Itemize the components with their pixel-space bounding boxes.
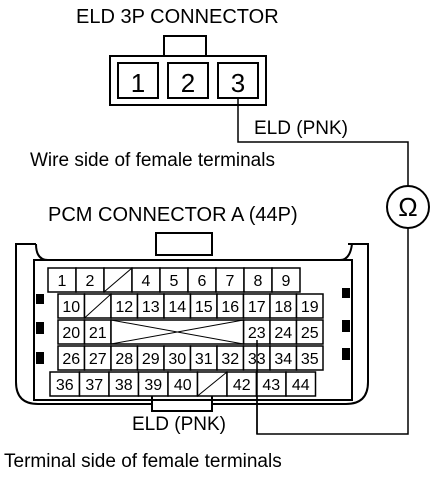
pcm-terminal-16: 16: [221, 299, 239, 316]
pcm-terminal-9: 9: [282, 273, 291, 290]
pcm-terminal-28: 28: [115, 351, 133, 368]
pcm-terminal-4: 4: [142, 273, 151, 290]
pcm-connector-title: PCM CONNECTOR A (44P): [48, 204, 298, 226]
pcm-terminal-27: 27: [89, 351, 107, 368]
pcm-terminal-15: 15: [195, 299, 213, 316]
pcm-terminal-20: 20: [62, 325, 80, 342]
pcm-terminal-cell: [57, 319, 86, 345]
pcm-terminal-cell: [47, 267, 77, 293]
pcm-terminal-25: 25: [301, 325, 319, 342]
pcm-connector: [15, 232, 369, 412]
pcm-terminal-5: 5: [170, 273, 179, 290]
eld-pin-3: 3: [231, 68, 245, 98]
pcm-terminal-32: 32: [221, 351, 239, 368]
pcm-terminal-44: 44: [292, 377, 310, 394]
eld-pin-1: 1: [131, 68, 145, 98]
pcm-terminal-14: 14: [168, 299, 186, 316]
pcm-terminal-cell: [187, 267, 217, 293]
wire-side-caption: Wire side of female terminals: [30, 150, 275, 171]
pcm-terminal-cell: [57, 293, 86, 319]
pcm-terminal-39: 39: [144, 377, 162, 394]
pcm-terminal-23: 23: [248, 325, 266, 342]
pcm-terminal-35: 35: [301, 351, 319, 368]
pcm-terminal-cell: [110, 345, 139, 371]
eld-connector-title: ELD 3P CONNECTOR: [76, 6, 279, 28]
ohmmeter-icon: [386, 185, 430, 229]
ohmmeter-symbol: Ω: [398, 192, 417, 222]
pcm-terminal-10: 10: [62, 299, 80, 316]
pcm-terminal-24: 24: [274, 325, 292, 342]
eld-wire-label-bottom: ELD (PNK): [132, 414, 226, 435]
pcm-connector-top-latch: [155, 232, 213, 256]
eld-pin-2: 2: [181, 68, 195, 98]
pcm-terminal-38: 38: [115, 377, 133, 394]
pcm-terminal-cell: [57, 345, 86, 371]
pcm-terminal-cell: [295, 293, 324, 319]
pcm-side-tabs: [36, 288, 350, 364]
eld-pin-box-1: [117, 62, 159, 99]
eld-connector: [109, 35, 267, 106]
pcm-terminal-cell: [159, 267, 189, 293]
pcm-terminal-cell: [75, 267, 105, 293]
pcm-terminal-21: 21: [89, 325, 107, 342]
pcm-terminal-2: 2: [86, 273, 95, 290]
terminal-side-caption: Terminal side of female terminals: [4, 451, 282, 472]
pcm-connector-bottom-lock: [151, 394, 213, 412]
pcm-terminal-cell: [295, 345, 324, 371]
pcm-terminal-36: 36: [56, 377, 74, 394]
pcm-terminal-13: 13: [142, 299, 160, 316]
pcm-terminal-cell: [215, 267, 245, 293]
pcm-terminal-40: 40: [174, 377, 192, 394]
pcm-terminal-cell: [243, 267, 273, 293]
pcm-terminal-cell: [110, 293, 139, 319]
pcm-terminal-12: 12: [115, 299, 133, 316]
pcm-terminal-34: 34: [274, 351, 292, 368]
pcm-terminal-42: 42: [233, 377, 251, 394]
pcm-unused-terminal-slash: [197, 371, 228, 397]
eld-connector-housing: [109, 55, 267, 106]
pcm-unused-cross-line: [110, 319, 244, 345]
pcm-terminal-1: 1: [58, 273, 67, 290]
pcm-terminal-cell: [189, 345, 218, 371]
pcm-terminal-cell: [137, 371, 169, 397]
pcm-terminal-19: 19: [301, 299, 319, 316]
pcm-terminal-18: 18: [274, 299, 292, 316]
eld-wire-label-top: ELD (PNK): [254, 118, 348, 139]
pcm-terminal-cell: [226, 371, 258, 397]
pcm-terminal-cell: [271, 267, 301, 293]
pcm-terminal-37: 37: [85, 377, 103, 394]
pcm-terminal-cell: [269, 319, 298, 345]
pcm-terminal-29: 29: [142, 351, 160, 368]
pcm-terminal-43: 43: [262, 377, 280, 394]
eld-pin-box-2: [167, 62, 209, 99]
eld-connector-latch: [163, 35, 207, 57]
pcm-terminal-cell: [78, 371, 110, 397]
pcm-terminal-cell: [136, 345, 165, 371]
pcm-connector-body: [33, 259, 353, 401]
pcm-terminal-8: 8: [254, 273, 263, 290]
pcm-terminal-cell: [269, 293, 298, 319]
pcm-unused-terminal-slash: [103, 267, 133, 293]
pcm-terminal-cell: [83, 345, 112, 371]
pcm-terminal-26: 26: [62, 351, 80, 368]
pcm-terminal-cell: [295, 319, 324, 345]
pcm-terminal-17: 17: [248, 299, 266, 316]
pcm-terminal-31: 31: [195, 351, 213, 368]
pcm-terminal-6: 6: [198, 273, 207, 290]
pcm-terminal-30: 30: [168, 351, 186, 368]
pcm-terminal-cell: [285, 371, 317, 397]
pcm-unused-terminal-slash: [84, 293, 112, 319]
pcm-terminal-7: 7: [226, 273, 235, 290]
